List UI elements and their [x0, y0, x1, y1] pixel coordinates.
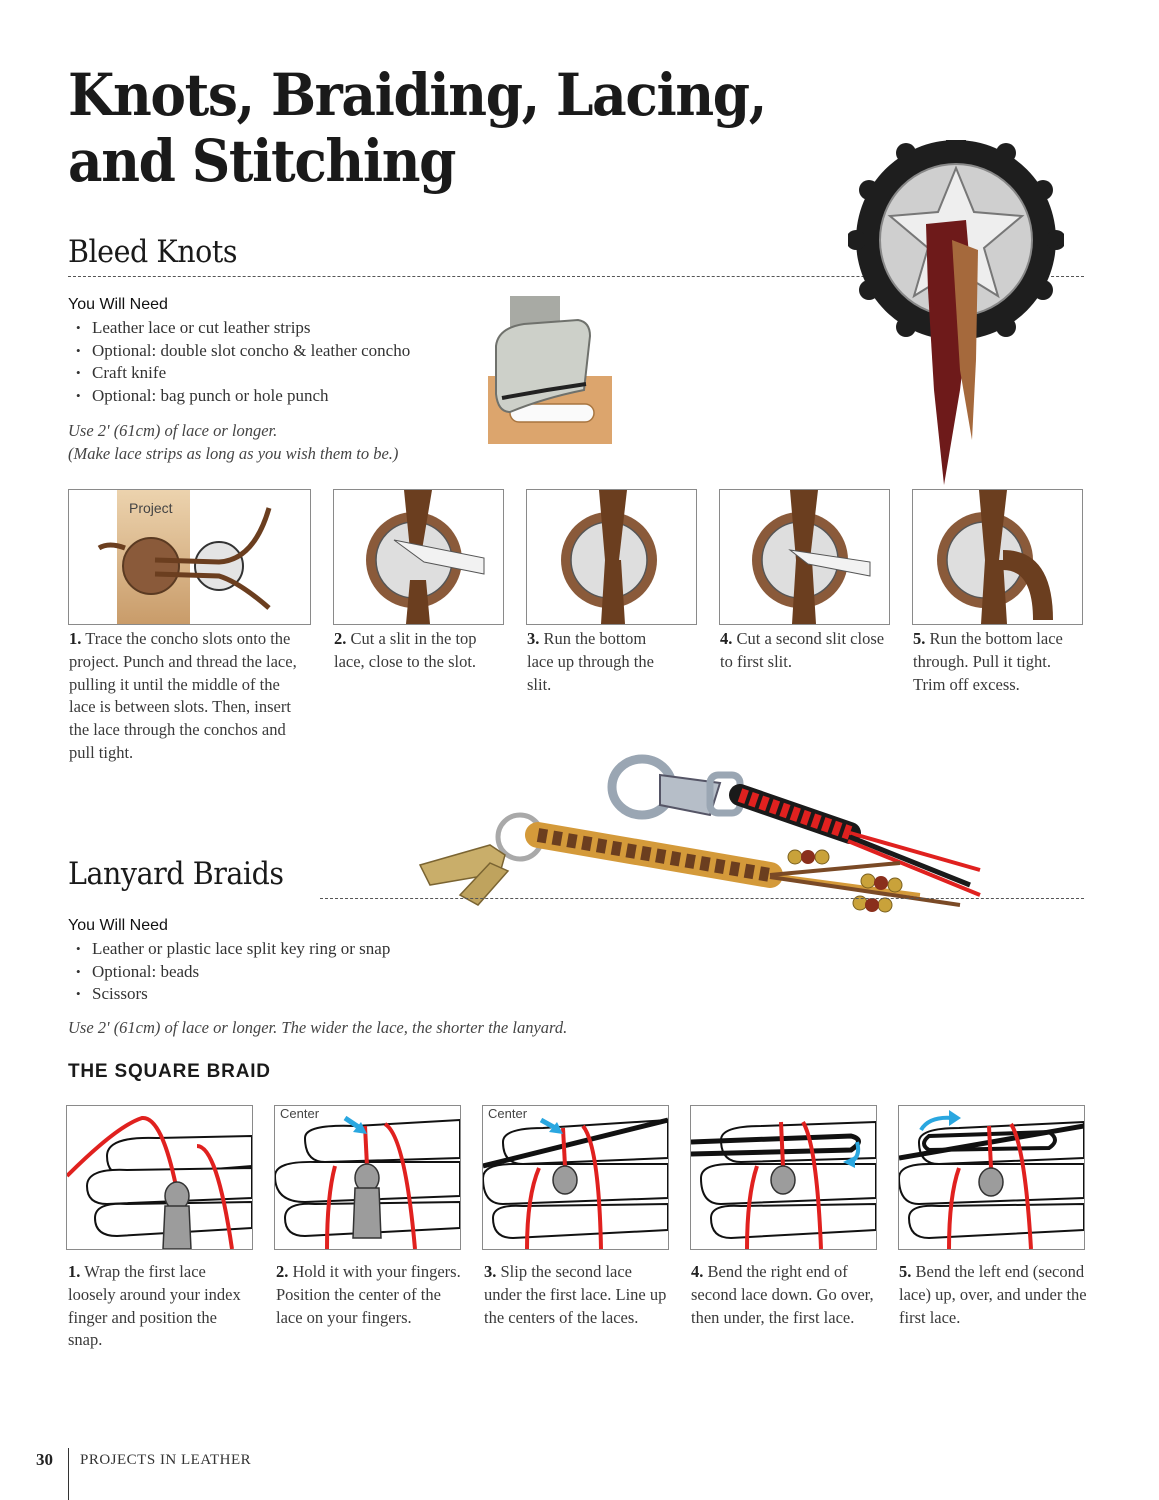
title-line-1: Knots, Braiding, Lacing, [68, 61, 767, 129]
bleed-step-5-caption: 5. Run the bottom lace through. Pull it … [913, 628, 1083, 696]
step-text: Cut a slit in the top lace, close to the… [334, 629, 477, 671]
step-text: Run the bottom lace up through the slit. [527, 629, 654, 694]
braid-step-4-illustration [690, 1105, 877, 1250]
braid-step-4-caption: 4. Bend the right end of second lace dow… [691, 1261, 881, 1329]
supply-item: Optional: bag punch or hole punch [76, 385, 410, 408]
braid-step-1-illustration [66, 1105, 253, 1250]
supply-item: Leather or plastic lace split key ring o… [76, 938, 390, 961]
book-title: PROJECTS IN LEATHER [80, 1452, 252, 1468]
step-text: Trace the concho slots onto the project.… [69, 629, 297, 762]
note-line-1: Use 2' (61cm) of lace or longer. [68, 421, 278, 440]
braid-step-2-caption: 2. Hold it with your fingers. Position t… [276, 1261, 461, 1329]
center-label: Center [280, 1106, 320, 1121]
bleed-step-1-caption: 1. Trace the concho slots onto the proje… [69, 628, 309, 765]
step-text: Bend the left end (second lace) up, over… [899, 1262, 1087, 1327]
bleed-step-1-illustration: Project [68, 489, 311, 625]
supply-item: Scissors [76, 983, 390, 1006]
step-text: Slip the second lace under the first lac… [484, 1262, 667, 1327]
bleed-step-5-illustration [912, 489, 1083, 625]
page-title: Knots, Braiding, Lacing, and Stitching [68, 61, 767, 195]
bleed-knots-supply-list: Leather lace or cut leather strips Optio… [68, 317, 410, 408]
supply-item: Leather lace or cut leather strips [76, 317, 410, 340]
center-label: Center [488, 1106, 528, 1121]
step-number: 5. [913, 629, 926, 648]
step-text: Run the bottom lace through. Pull it tig… [913, 629, 1063, 694]
project-label: Project [129, 500, 173, 516]
step-text: Bend the right end of second lace down. … [691, 1262, 874, 1327]
square-braid-subheading: THE SQUARE BRAID [68, 1061, 271, 1082]
step-number: 1. [69, 629, 82, 648]
bleed-step-2-caption: 2. Cut a slit in the top lace, close to … [334, 628, 504, 674]
step-number: 4. [720, 629, 733, 648]
lanyard-supply-list: Leather or plastic lace split key ring o… [68, 938, 390, 1006]
step-text: Wrap the first lace loosely around your … [68, 1262, 241, 1350]
concho-photo [848, 140, 1064, 500]
braid-step-2-illustration: Center [274, 1105, 461, 1250]
page-number: 30 [36, 1450, 53, 1469]
bleed-step-3-caption: 3. Run the bottom lace up through the sl… [527, 628, 672, 696]
step-number: 2. [276, 1262, 289, 1281]
bleed-knots-note: Use 2' (61cm) of lace or longer. (Make l… [68, 420, 398, 465]
step-number: 2. [334, 629, 347, 648]
step-number: 5. [899, 1262, 912, 1281]
braid-step-5-caption: 5. Bend the left end (second lace) up, o… [899, 1261, 1089, 1329]
braid-step-5-illustration [898, 1105, 1085, 1250]
braid-step-3-caption: 3. Slip the second lace under the first … [484, 1261, 669, 1329]
lanyard-need-label: You Will Need [68, 917, 168, 934]
step-number: 3. [527, 629, 540, 648]
lanyard-photo [360, 745, 1140, 920]
bleed-knots-heading: Bleed Knots [68, 234, 238, 270]
bleed-step-4-illustration [719, 489, 890, 625]
bleed-step-4-caption: 4. Cut a second slit close to first slit… [720, 628, 885, 674]
step-number: 1. [68, 1262, 81, 1281]
step-number: 4. [691, 1262, 704, 1281]
supply-item: Optional: beads [76, 961, 390, 984]
note-line-2: (Make lace strips as long as you wish th… [68, 443, 399, 463]
title-line-2: and Stitching [68, 127, 456, 195]
bleed-knots-need-label: You Will Need [68, 296, 168, 313]
braid-step-3-illustration: Center [482, 1105, 669, 1250]
step-text: Hold it with your fingers. Position the … [276, 1262, 461, 1327]
bleed-step-2-illustration [333, 489, 504, 625]
step-number: 3. [484, 1262, 497, 1281]
lanyard-note: Use 2' (61cm) of lace or longer. The wid… [68, 1018, 568, 1037]
section-divider [68, 276, 1084, 277]
supply-item: Craft knife [76, 362, 410, 385]
lanyard-braids-heading: Lanyard Braids [68, 856, 284, 892]
step-text: Cut a second slit close to first slit. [720, 629, 885, 671]
braid-step-1-caption: 1. Wrap the first lace loosely around yo… [68, 1261, 253, 1352]
supply-item: Optional: double slot concho & leather c… [76, 340, 410, 363]
bag-punch-photo [484, 294, 616, 446]
section-divider [320, 898, 1084, 899]
bleed-step-3-illustration [526, 489, 697, 625]
footer-divider [68, 1448, 69, 1500]
